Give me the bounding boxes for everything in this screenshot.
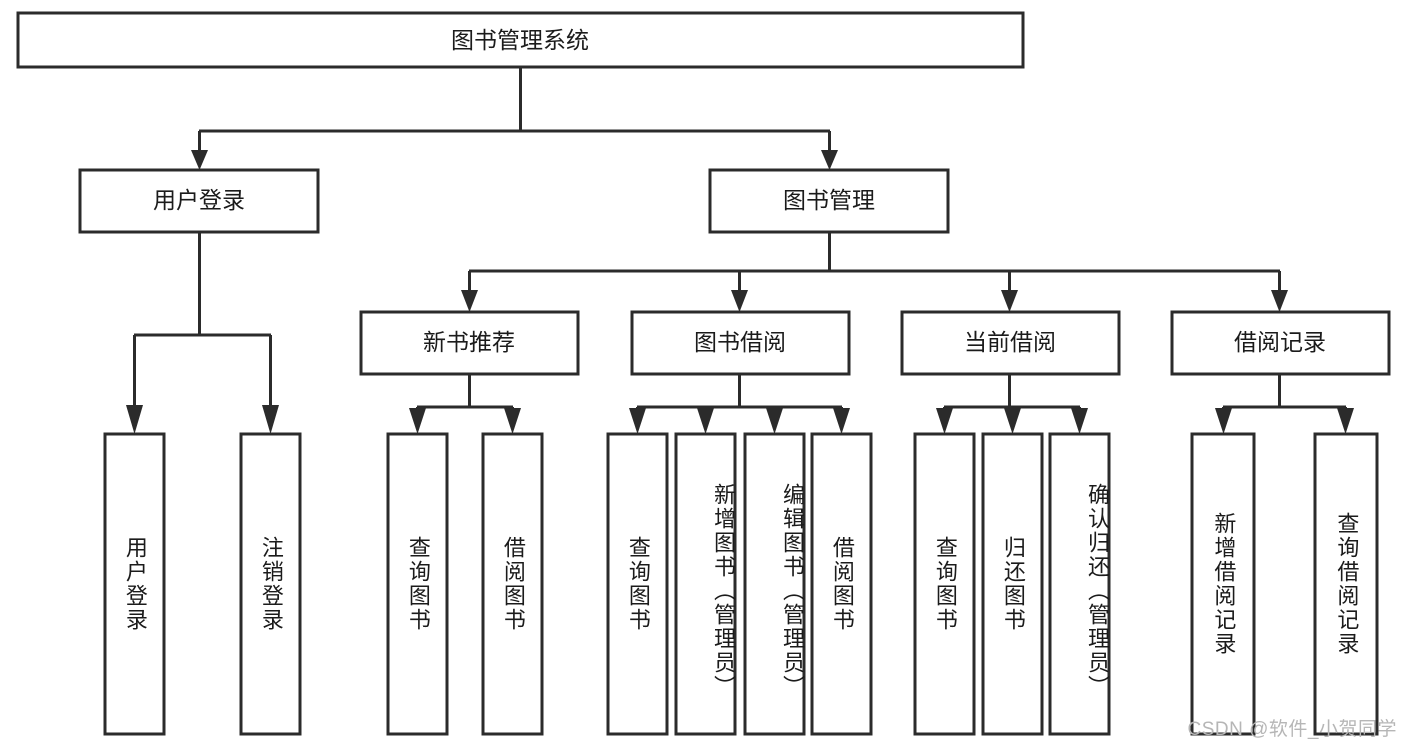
- node-root[interactable]: [16, 11, 1025, 69]
- label-book-management: 图书管理: [783, 187, 875, 213]
- watermark: CSDN @软件_小贺同学: [1187, 719, 1397, 740]
- node-book-borrow[interactable]: [630, 310, 851, 376]
- arrow-head-leaf-add-record: [1215, 408, 1232, 434]
- node-new-book-recommend[interactable]: [359, 310, 580, 376]
- arrow-head-leaf-edit-book: [766, 408, 783, 434]
- arrow-head-current-borrow: [1001, 290, 1018, 312]
- arrow-head-leaf-query-book-1: [409, 408, 426, 434]
- label-book-borrow: 图书借阅: [694, 329, 786, 355]
- arrow-head-leaf-add-book: [697, 408, 714, 434]
- node-leaf-return-book[interactable]: [981, 432, 1044, 736]
- label-borrow-record: 借阅记录: [1234, 329, 1326, 355]
- arrow-head-borrow-record: [1271, 290, 1288, 312]
- node-borrow-record[interactable]: [1170, 310, 1391, 376]
- arrow-head-leaf-query-record: [1337, 408, 1354, 434]
- node-leaf-logout-login[interactable]: [239, 432, 302, 736]
- arrow-head-user-login: [191, 150, 208, 170]
- node-leaf-edit-book[interactable]: [743, 432, 806, 736]
- arrow-head-book-borrow: [731, 290, 748, 312]
- node-leaf-user-login[interactable]: [103, 432, 166, 736]
- arrow-head-leaf-logout-login: [262, 405, 279, 434]
- node-leaf-query-book-1[interactable]: [386, 432, 449, 736]
- label-user-login: 用户登录: [153, 187, 245, 213]
- label-root: 图书管理系统: [451, 27, 589, 53]
- arrow-head-leaf-confirm-return: [1071, 408, 1088, 434]
- node-book-management[interactable]: [708, 168, 950, 234]
- arrow-head-new-book-recommend: [461, 290, 478, 312]
- node-user-login[interactable]: [78, 168, 320, 234]
- arrow-head-book-management: [821, 150, 838, 170]
- node-leaf-query-record[interactable]: [1313, 432, 1379, 736]
- arrow-head-leaf-return-book: [1004, 408, 1021, 434]
- node-leaf-add-book[interactable]: [674, 432, 737, 736]
- horizontal-label-group: 图书管理系统 用户登录 图书管理 新书推荐 图书借阅 当前借阅 借阅记录: [153, 27, 1326, 355]
- connector-group: [126, 67, 1354, 434]
- node-leaf-query-book-2[interactable]: [606, 432, 669, 736]
- node-leaf-borrow-book-2[interactable]: [810, 432, 873, 736]
- arrow-head-leaf-query-book-3: [936, 408, 953, 434]
- arrow-head-leaf-query-book-2: [629, 408, 646, 434]
- node-leaf-confirm-return[interactable]: [1048, 432, 1111, 736]
- node-leaf-add-record[interactable]: [1190, 432, 1256, 736]
- label-new-book-recommend: 新书推荐: [423, 329, 515, 355]
- node-current-borrow[interactable]: [900, 310, 1121, 376]
- node-leaf-query-book-3[interactable]: [913, 432, 976, 736]
- arrow-head-leaf-user-login: [126, 405, 143, 434]
- arrow-head-leaf-borrow-book-2: [833, 408, 850, 434]
- label-current-borrow: 当前借阅: [964, 329, 1056, 355]
- node-leaf-borrow-book-1[interactable]: [481, 432, 544, 736]
- arrow-head-leaf-borrow-book-1: [504, 408, 521, 434]
- node-box-group: [16, 11, 1391, 736]
